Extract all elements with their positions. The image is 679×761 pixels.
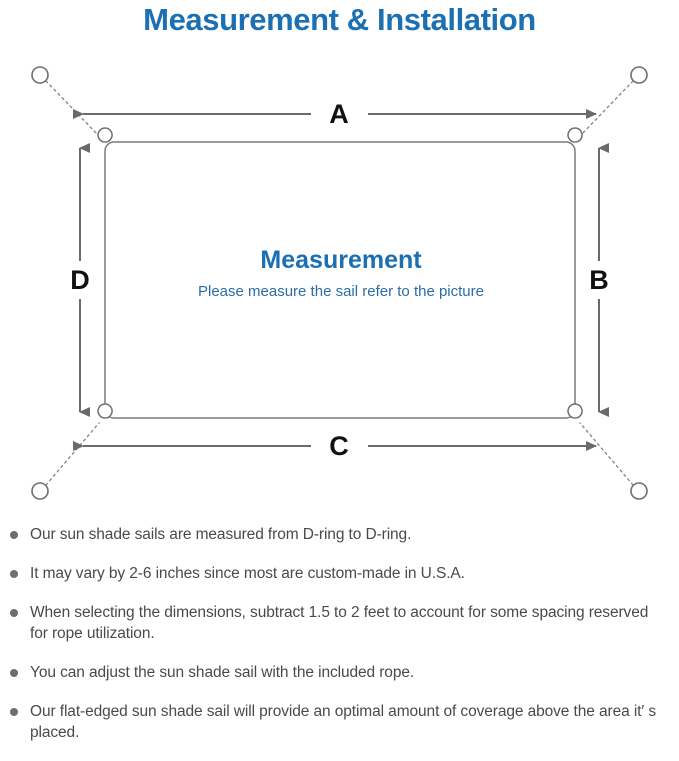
- rope-lines: [45, 80, 634, 486]
- rope-bottom-left: [45, 422, 100, 486]
- diagram-svg: A C D B Measurement Please measure the s…: [31, 66, 648, 500]
- note-text: When selecting the dimensions, subtract …: [30, 604, 649, 642]
- anchor-circle-bottom-left: [31, 482, 49, 500]
- bullet-icon: [10, 609, 18, 617]
- note-text: Our flat-edged sun shade sail will provi…: [30, 703, 657, 741]
- list-item: Our sun shade sails are measured from D-…: [0, 524, 679, 545]
- list-item: You can adjust the sun shade sail with t…: [0, 662, 679, 683]
- dimension-arrow-right: B: [589, 143, 609, 417]
- measurement-diagram: A C D B Measurement Please measure the s…: [0, 44, 679, 520]
- dimension-label-a: A: [329, 99, 349, 129]
- diagram-center-subtitle: Please measure the sail refer to the pic…: [198, 283, 484, 300]
- d-ring-top-left: [97, 127, 113, 143]
- d-ring-top-right: [567, 127, 583, 143]
- shade-sail-rectangle: [104, 141, 576, 419]
- d-rings: [97, 127, 583, 419]
- bullet-icon: [10, 531, 18, 539]
- dimension-label-c: C: [329, 431, 349, 461]
- rope-top-left: [45, 80, 100, 137]
- diagram-center-title: Measurement: [260, 246, 422, 274]
- d-ring-bottom-left: [97, 403, 113, 419]
- page-title: Measurement & Installation: [143, 2, 536, 37]
- anchor-points: [31, 66, 648, 500]
- bullet-icon: [10, 669, 18, 677]
- note-text: It may vary by 2-6 inches since most are…: [30, 565, 465, 582]
- d-ring-bottom-right: [567, 403, 583, 419]
- anchor-circle-bottom-right: [630, 482, 648, 500]
- bullet-icon: [10, 708, 18, 716]
- list-item: When selecting the dimensions, subtract …: [0, 602, 679, 644]
- note-text: Our sun shade sails are measured from D-…: [30, 526, 412, 543]
- list-item: Our flat-edged sun shade sail will provi…: [0, 701, 679, 743]
- dimension-label-d: D: [70, 265, 90, 295]
- dimension-arrow-bottom: C: [73, 431, 597, 461]
- rope-bottom-right: [579, 422, 634, 486]
- dimension-label-b: B: [589, 265, 609, 295]
- bullet-icon: [10, 570, 18, 578]
- anchor-circle-top-left: [31, 66, 49, 84]
- dimension-arrow-left: D: [70, 143, 90, 417]
- rope-top-right: [579, 80, 634, 137]
- notes-list: Our sun shade sails are measured from D-…: [0, 524, 679, 761]
- dimension-arrow-top: A: [73, 99, 597, 129]
- list-item: It may vary by 2-6 inches since most are…: [0, 563, 679, 584]
- anchor-circle-top-right: [630, 66, 648, 84]
- note-text: You can adjust the sun shade sail with t…: [30, 664, 415, 681]
